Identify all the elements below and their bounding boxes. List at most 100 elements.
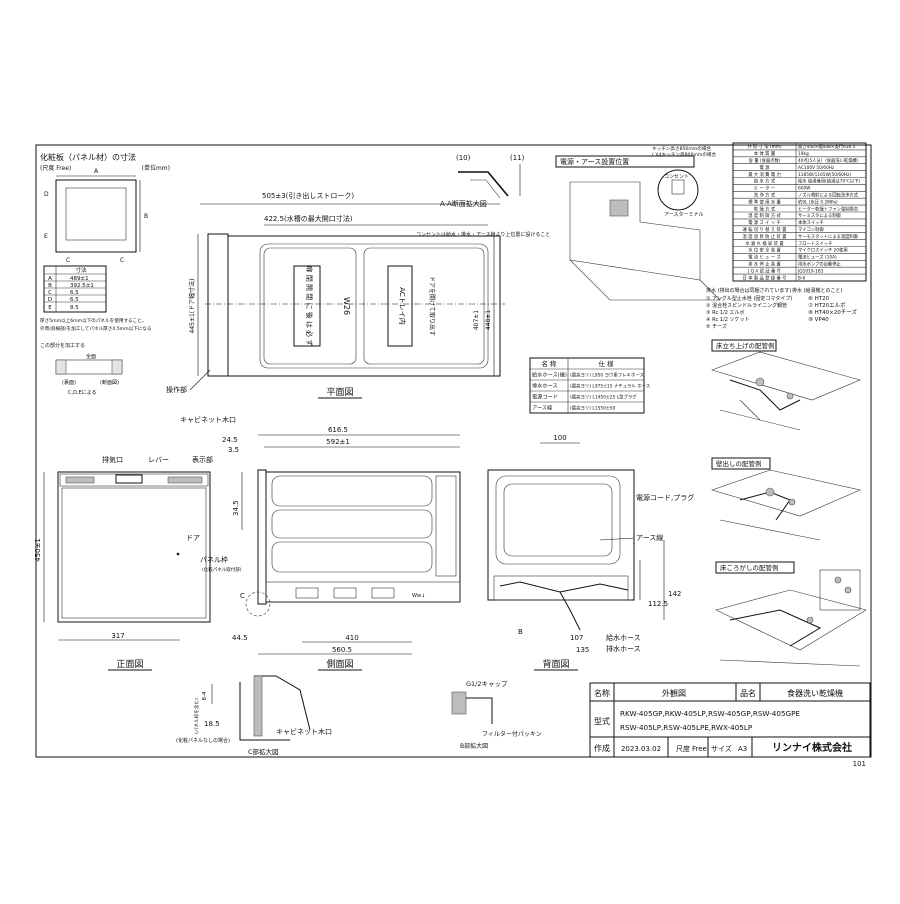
label-g12: G1/2キャップ [466,680,508,688]
panel-inner [65,187,127,241]
top-view-door-text: ドアを開けて取り出す [428,276,436,336]
panel-section-bottom: (裏面) [62,379,76,386]
title-date: 2023.03.02 [621,745,661,753]
dim-c1: C [66,257,70,264]
panel-row-val: 392.5±1 [70,283,94,289]
c-detail: 8-4 (パネル枠を含む) 18.5 (化粧パネルなしの場合) キャビネット木口… [176,675,332,756]
dim-107: 107 [570,634,583,642]
spec-key: 乾 燥 方 式 [754,205,776,212]
title-company: リンナイ株式会社 [772,741,852,754]
spec-value: B-6 [798,275,805,281]
label-c-mark: C [240,592,245,600]
panel-outer [55,179,137,253]
spec-key: 最 大 消 費 電 力 [748,171,781,178]
accessory-item: ⑥ HT20 [808,296,830,302]
parts-name: 電源コード [532,393,558,401]
dim-c2: C [120,257,124,264]
dim-b: B [144,213,148,220]
b-detail-title: B部拡大図 [460,742,488,750]
c-note-2: (化粧パネルなしの場合) [176,737,230,744]
title-scale-label: 尺度 [676,744,690,753]
spec-key: 電 流 ヒ ュ ー ズ [748,254,781,261]
parts-spec: (最高ヨリ) L1550±50 [570,405,615,412]
top-view-tank [259,243,489,369]
panel-unit-note: (単位mm) [142,164,170,172]
top-view-body [227,235,501,377]
spec-value: JQ1019-183 [797,268,824,274]
spec-key: 標 準 使 用 水 量 [748,198,781,205]
title-size: A3 [738,745,747,753]
spec-value: 本体スイッチ [798,219,824,226]
spec-key: 本 体 質 量 [754,150,776,157]
dim-a: A [94,168,99,175]
spec-key: ヒ ー タ ー [754,185,775,192]
accessory-item: ③ Rc 1/2 エルボ [706,309,745,316]
title-block: 名称 外観図 品名 食器洗い乾燥機 型式 RKW-405GP,RKW-405LP… [589,682,871,758]
view-title-top: 平面図 [326,387,353,398]
sheet-border [35,144,872,758]
top-view-label-1 [293,265,321,347]
dim-5605: 560.5 [332,646,352,654]
spec-value: 40点(5人分)（食器洗い乾燥機） [798,157,861,164]
dim-6165: 616.5 [328,426,348,434]
panel-note-3: この部分を加工する [40,342,85,349]
dim-84: 8-4 [202,691,208,700]
label-filter: フィルター付パッキン [482,730,542,738]
top-view-label-text-2: ACトレイ内 [398,287,407,325]
label-supply-hose: 給水ホース [606,633,641,642]
top-view-label-2 [387,265,413,347]
side-view-body [265,471,461,603]
spec-value: マイクロスイッチ 20使用 [798,247,848,254]
spec-value: 高さ450×幅448×奥行616.5 [798,143,856,150]
panel-section-cd: C,D,Eによる [68,390,97,396]
dim-245: 24.5 [222,436,238,444]
accessory-title-2: 排水 (給湯機とのこと) [792,287,842,294]
dim-10: (10) [456,154,471,162]
dim-445: 445±1(ドア幅寸法) [188,279,196,334]
spec-value: 排水ポンプの自動停止 [798,261,842,268]
spec-value: AC100V 50/60Hz [798,165,835,171]
location-earth: アースターミナル [664,211,703,218]
aa-detail: (10) (11) A-A断面拡大図 [440,154,525,208]
label-power-cord: 電源コード,プラグ [636,493,694,502]
dim-407: 407±1 [473,310,480,330]
sheet-code: 101 [853,760,866,768]
parts-spec: (最高ヨリ) L950 ヨウ素フレキホース [570,372,644,379]
spec-key: 温 度 制 御 方 式 [748,212,781,219]
label-drain-hose: 排水ホース [606,644,641,653]
dim-100: 100 [553,434,566,442]
parts-name: アース線 [532,404,552,412]
title-model-1: RKW-405GP,RKW-405LP,RSW-405GP,RSW-405GPE [620,709,800,718]
spec-value: 19kg [798,151,809,157]
c-detail-title: C部拡大図 [248,747,279,756]
label-op: 操作部 [166,385,187,394]
location-note: キッチン高さ850mmの場合 [652,145,711,152]
back-view: 100 電源コード,プラグ アース線 112.5 142 107 135 給水ホ… [487,434,694,671]
top-view-door-edge [207,233,229,377]
accessory-item: ① アングル型止水栓 (固定コマタイプ) [706,295,792,302]
spec-key: 排 水 停 止 装 置 [748,261,781,268]
location-outlet: コンセント [664,174,689,180]
dim-317: 317 [111,632,124,640]
outlet-note: コンセントは給水・排水・アース線より上位置に設けること [416,231,550,238]
panel-row-key: C [48,290,52,296]
accessory-item: ⑨ VP40 [808,316,829,323]
panel-dimension-block: 化粧板（パネル材）の寸法 (尺度 Free) (単位mm) A B C C D … [40,152,170,396]
panel-row-key: E [48,305,52,311]
dim-185: 18.5 [204,720,220,728]
spec-value: サーモスタットによる温度制御 [798,233,859,240]
title-product: 食器洗い乾燥機 [787,688,843,698]
label-panel-frame-note: (化粧パネル取付部) [202,566,242,573]
spec-key: 容 量 (食器点数) [749,157,781,164]
piping-title-1: 床立ち上げの配管例 [716,341,775,350]
spec-value: 給水 給湯兼用(給湯は70℃以下) [798,178,861,185]
parts-name: 給水ホース(継) [532,371,567,379]
accessory-item: ② 混合栓スピンドルライニング鋼管 [706,302,787,309]
panel-row-val: 6.5 [70,290,79,296]
location-note-2: ( )はキッチン高800mmの場合 [652,151,717,158]
accessory-title: 排水 (排出の場合は同梱されています) [706,287,791,294]
spec-key: 運 転 切 り 替 え 装 置 [743,226,788,233]
top-view-label-text-1: 扉 閉 開 閉 に 後 は 必 ず [305,266,314,347]
dim-135: 135 [576,646,589,654]
